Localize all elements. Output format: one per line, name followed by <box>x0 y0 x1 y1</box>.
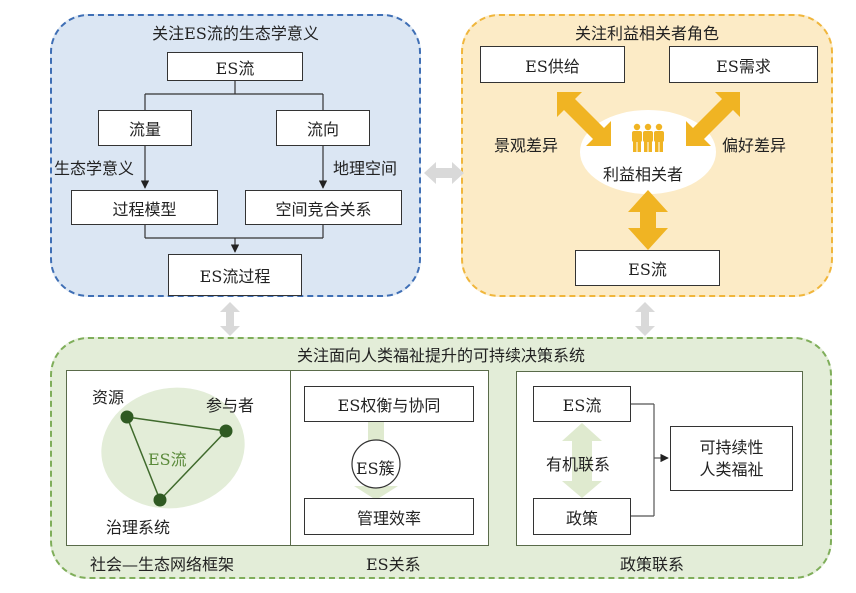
es-flow-process-box: ES流过程 <box>168 254 302 296</box>
relation-caption: ES关系 <box>366 555 421 574</box>
policy-caption: 政策联系 <box>620 555 685 574</box>
landscape-difference-label: 景观差异 <box>494 136 559 155</box>
participant-label: 参与者 <box>206 396 255 415</box>
network-caption: 社会—生态网络框架 <box>90 555 235 574</box>
ecological-meaning-label: 生态学意义 <box>54 159 135 178</box>
sustainable-wellbeing-line1: 可持续性 <box>699 437 764 457</box>
vertical-double-arrow-left-icon <box>220 302 240 336</box>
tradeoff-synergy-box: ES权衡与协同 <box>304 386 474 422</box>
ecology-region-title: 关注ES流的生态学意义 <box>152 24 319 43</box>
flow-direction-box: 流向 <box>276 110 370 146</box>
horizontal-double-arrow-icon <box>424 162 464 184</box>
stakeholder-region-title: 关注利益相关者角色 <box>574 24 719 43</box>
vertical-double-arrow-right-icon <box>635 302 655 336</box>
policy-box: 政策 <box>533 498 631 535</box>
es-cluster-label: ES簇 <box>356 459 395 478</box>
sustainable-wellbeing-line2: 人类福祉 <box>699 459 764 479</box>
stakeholder-label: 利益相关者 <box>603 165 684 184</box>
es-flow-box-orange: ES流 <box>575 250 720 286</box>
geographic-space-label: 地理空间 <box>333 159 398 178</box>
process-model-box: 过程模型 <box>71 190 218 225</box>
governance-label: 治理系统 <box>106 518 171 537</box>
policy-es-flow-box: ES流 <box>533 386 631 422</box>
sustainable-wellbeing-box: 可持续性 人类福祉 <box>670 426 793 491</box>
es-flow-box: ES流 <box>167 52 303 81</box>
preference-difference-label: 偏好差异 <box>722 136 787 155</box>
es-supply-box: ES供给 <box>480 46 625 83</box>
resource-label: 资源 <box>92 388 125 407</box>
spatial-relation-box: 空间竞合关系 <box>245 190 402 225</box>
es-demand-box: ES需求 <box>669 46 818 83</box>
management-efficiency-box: 管理效率 <box>304 498 474 535</box>
organic-link-label: 有机联系 <box>546 455 611 474</box>
network-center-label: ES流 <box>148 450 187 469</box>
decision-system-title: 关注面向人类福祉提升的可持续决策系统 <box>296 346 585 365</box>
flow-amount-box: 流量 <box>98 110 192 146</box>
